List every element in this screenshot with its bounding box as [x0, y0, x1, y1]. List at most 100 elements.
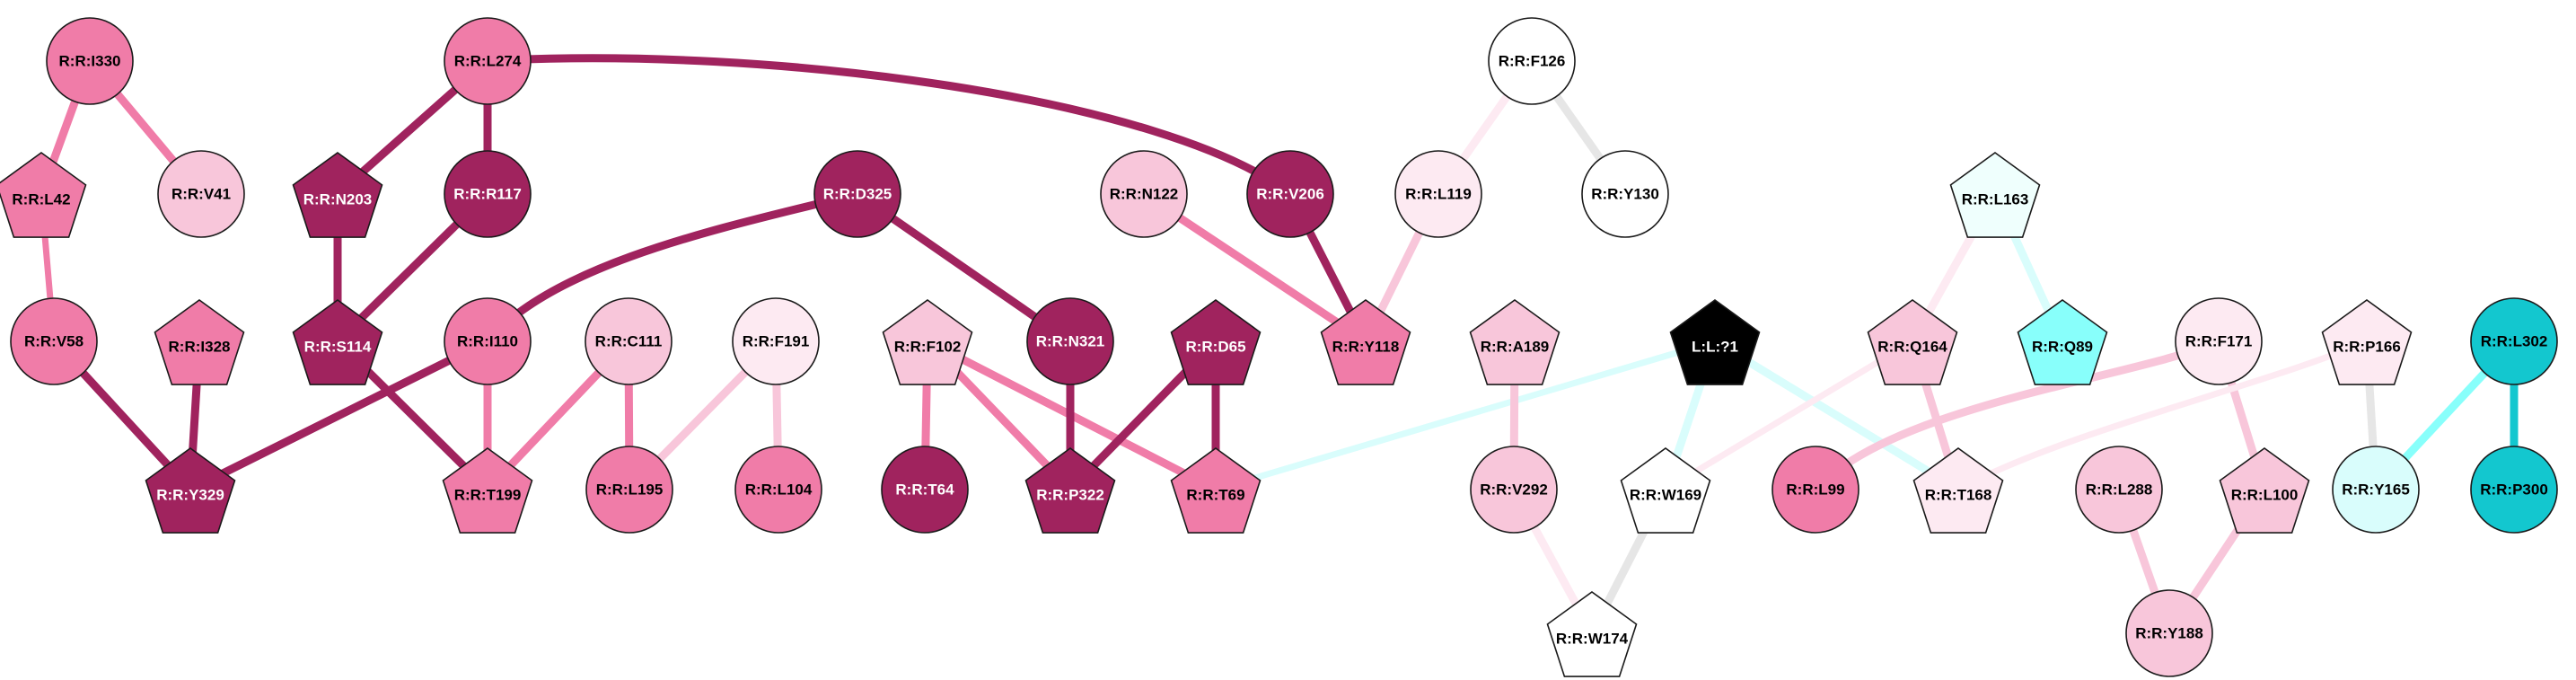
node-label: R:R:L99	[1786, 481, 1844, 499]
node-r-r-y118: R:R:Y118	[1320, 299, 1411, 385]
node-pentagon-shape	[1170, 299, 1262, 385]
node-pentagon-shape	[1170, 447, 1262, 534]
node-r-r-q164: R:R:Q164	[1867, 299, 1958, 385]
node-label: R:R:P166	[2333, 339, 2401, 356]
node-label: R:R:L274	[454, 53, 522, 70]
node-r-r-c111: R:R:C111	[585, 297, 673, 385]
node-pentagon-shape	[1669, 299, 1761, 385]
node-pentagon-shape	[1320, 299, 1411, 385]
node-r-r-d65: R:R:D65	[1170, 299, 1262, 385]
node-label: R:R:T64	[895, 481, 954, 499]
node-r-r-a189: R:R:A189	[1469, 299, 1561, 385]
node-label: R:R:V206	[1256, 186, 1324, 203]
node-circle-shape	[2332, 446, 2420, 534]
node-label: R:R:I110	[457, 333, 518, 350]
node-r-r-p322: R:R:P322	[1024, 447, 1116, 534]
node-r-r-p166: R:R:P166	[2321, 299, 2413, 385]
node-r-r-f171: R:R:F171	[2175, 297, 2263, 385]
node-circle-shape	[585, 446, 673, 534]
node-label: R:R:Y118	[1332, 339, 1400, 356]
node-r-r-q89: R:R:Q89	[2017, 299, 2108, 385]
node-circle-shape	[585, 297, 673, 385]
node-circle-shape	[1488, 17, 1576, 105]
node-circle-shape	[1470, 446, 1558, 534]
node-circle-shape	[1100, 150, 1188, 238]
node-circle-shape	[46, 17, 134, 105]
node-r-r-l119: R:R:L119	[1394, 150, 1482, 238]
node-label: R:R:L195	[596, 481, 664, 499]
node-label: R:R:L288	[2086, 481, 2153, 499]
node-circle-shape	[1772, 446, 1859, 534]
node-pentagon-shape	[442, 447, 533, 534]
node-label: R:R:R117	[453, 186, 522, 203]
edge-r-r-f171-to-r-r-l99	[1811, 337, 2223, 494]
node-circle-shape	[1246, 150, 1334, 238]
node-r-r-n203: R:R:N203	[292, 152, 383, 238]
node-pentagon-shape	[882, 299, 973, 385]
node-label: R:R:L119	[1405, 186, 1472, 203]
node-label: R:R:F171	[2185, 333, 2253, 350]
node-circle-shape	[813, 150, 901, 238]
node-r-r-i330: R:R:I330	[46, 17, 134, 105]
node-label: R:R:S114	[304, 339, 372, 356]
node-pentagon-shape	[1912, 447, 2004, 534]
node-pentagon-shape	[292, 299, 383, 385]
node-r-r-t69: R:R:T69	[1170, 447, 1262, 534]
node-r-r-l288: R:R:L288	[2075, 446, 2163, 534]
node-r-r-r117: R:R:R117	[444, 150, 532, 238]
node-label: R:R:L302	[2481, 333, 2548, 350]
edge-l-l-1-to-r-r-t168	[1710, 337, 1963, 494]
node-r-r-n321: R:R:N321	[1026, 297, 1114, 385]
node-label: R:R:T199	[454, 487, 522, 504]
node-label: R:R:N203	[303, 191, 373, 208]
node-pentagon-shape	[1546, 591, 1638, 677]
node-r-r-y130: R:R:Y130	[1581, 150, 1669, 238]
node-label: R:R:N321	[1036, 333, 1105, 350]
node-label: R:R:Y130	[1591, 186, 1659, 203]
node-label: R:R:L42	[12, 191, 70, 208]
node-r-r-s114: R:R:S114	[292, 299, 383, 385]
edge-r-r-q164-to-r-r-w169	[1662, 338, 1916, 493]
node-circle-shape	[10, 297, 98, 385]
node-label: R:R:Y188	[2135, 625, 2203, 642]
node-r-r-v58: R:R:V58	[10, 297, 98, 385]
node-circle-shape	[2125, 589, 2213, 677]
edge-layer	[37, 54, 2519, 638]
node-r-r-y188: R:R:Y188	[2125, 589, 2213, 677]
node-circle-shape	[444, 150, 532, 238]
node-label: R:R:C111	[595, 333, 663, 350]
node-l-l-1: L:L:?1	[1669, 299, 1761, 385]
edge-r-r-i110-to-r-r-y329	[186, 337, 492, 494]
node-r-r-i110: R:R:I110	[444, 297, 532, 385]
node-r-r-l195: R:R:L195	[585, 446, 673, 534]
node-pentagon-shape	[154, 299, 245, 385]
node-label: R:R:F102	[894, 339, 962, 356]
node-label: R:R:T69	[1186, 487, 1244, 504]
edge-r-r-n122-to-r-r-y118	[1139, 190, 1370, 346]
node-r-r-l104: R:R:L104	[734, 446, 822, 534]
node-label: R:R:D325	[823, 186, 892, 203]
node-label: R:R:L163	[1962, 191, 2029, 208]
node-label: R:R:V292	[1480, 481, 1548, 499]
node-r-r-t199: R:R:T199	[442, 447, 533, 534]
node-label: R:R:V41	[171, 186, 231, 203]
node-label: R:R:A189	[1481, 339, 1550, 356]
node-pentagon-shape	[1867, 299, 1958, 385]
node-r-r-l99: R:R:L99	[1772, 446, 1859, 534]
node-circle-shape	[734, 446, 822, 534]
node-pentagon-shape	[0, 152, 87, 238]
node-label: R:R:Y165	[2342, 481, 2410, 499]
node-circle-shape	[881, 446, 969, 534]
node-circle-shape	[732, 297, 820, 385]
node-label: R:R:P322	[1036, 487, 1104, 504]
node-circle-shape	[1581, 150, 1669, 238]
node-pentagon-shape	[2017, 299, 2108, 385]
node-r-r-d325: R:R:D325	[813, 150, 901, 238]
node-label: R:R:Q89	[2032, 339, 2093, 356]
node-circle-shape	[1026, 297, 1114, 385]
node-r-r-t64: R:R:T64	[881, 446, 969, 534]
node-circle-shape	[444, 17, 532, 105]
node-label: R:R:P300	[2480, 481, 2548, 499]
node-pentagon-shape	[1024, 447, 1116, 534]
